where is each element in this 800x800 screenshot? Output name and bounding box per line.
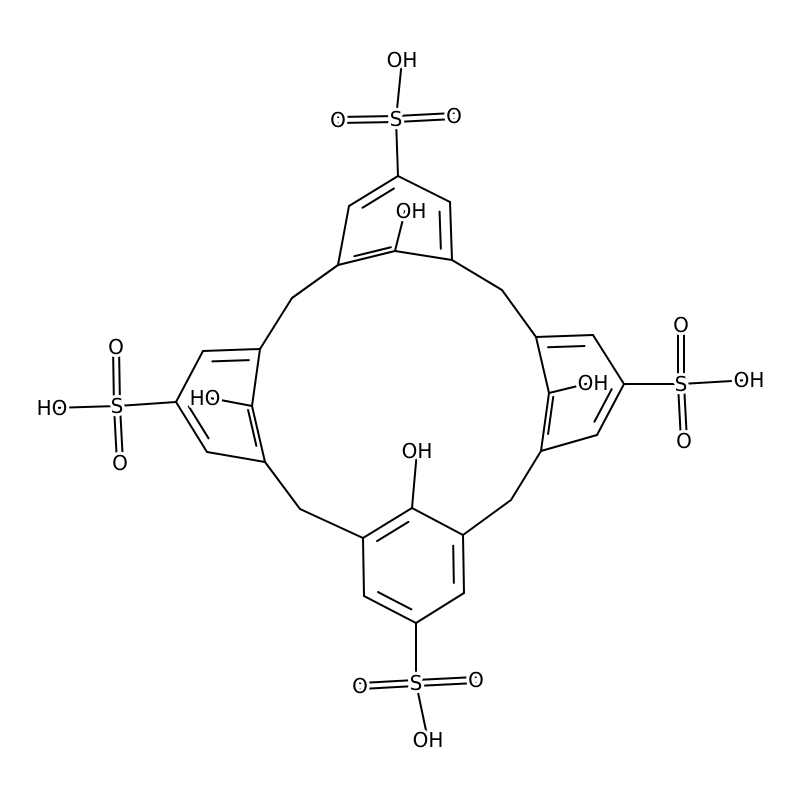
atom-labels: S O O OH OH S O O HO HO S O O OH OH S O … xyxy=(34,45,768,755)
right-ring-bond xyxy=(540,434,598,452)
left-ring-bond xyxy=(202,348,261,352)
top-ring-bond xyxy=(337,205,350,266)
methylene-bond xyxy=(462,499,512,536)
bottom-ring-bond xyxy=(362,507,413,539)
top-s-o-double-bond xyxy=(336,115,397,119)
bottom-ring-double-bond xyxy=(376,520,410,543)
left-ring-bond xyxy=(251,348,261,407)
right-ring-double-bond xyxy=(593,388,613,423)
left-ring-double-bond xyxy=(187,405,210,440)
bottom-ring-bond xyxy=(411,507,464,536)
atom-sulfur-bottom: S xyxy=(410,671,423,695)
left-ring-bond xyxy=(251,405,266,463)
methylene-bond xyxy=(264,461,301,510)
top-c-oh-bond xyxy=(394,210,406,252)
atom-hydroxyl-left-phenol: HO xyxy=(190,386,221,410)
atom-sulfur-right: S xyxy=(675,372,688,396)
atom-hydroxyl-left-sulfonic: HO xyxy=(37,396,68,420)
atom-oxygen-right-top: O xyxy=(673,313,689,337)
bottom-ring-bond xyxy=(362,537,365,597)
left-ring-double-bond xyxy=(211,359,250,363)
left-ring-bond xyxy=(175,350,204,403)
right-ring-double-bond xyxy=(547,344,586,349)
top-c-s-bond xyxy=(395,118,399,177)
right-ring-bond xyxy=(540,392,550,452)
left-ring-double-bond xyxy=(247,409,258,447)
atom-oxygen-left-top: O xyxy=(108,335,124,359)
right-ring-bond xyxy=(535,334,594,338)
bottom-s-o-double-bond xyxy=(414,676,477,682)
top-ring-double-bond xyxy=(438,210,442,250)
methylene-bond xyxy=(291,264,339,299)
right-s-o-double-bond xyxy=(682,382,688,442)
top-s-oh-bond xyxy=(395,59,403,120)
methylene-bond xyxy=(510,450,542,501)
right-s-oh-bond xyxy=(680,379,750,385)
top-s-o-double-bond xyxy=(395,117,456,123)
bottom-s-o-double-bond xyxy=(415,681,478,687)
left-s-oh-bond xyxy=(51,405,118,409)
left-s-o-double-bond xyxy=(113,405,119,465)
top-ring-bond xyxy=(449,201,453,261)
atom-oxygen-right-bottom: O xyxy=(676,429,692,453)
bottom-c-oh-bond xyxy=(411,450,418,509)
top-s-o-double-bond xyxy=(394,112,455,118)
left-c-s-bond xyxy=(116,401,177,407)
top-s-o-double-bond xyxy=(337,120,398,124)
bottom-ring-bond xyxy=(363,595,417,624)
top-ring-bond xyxy=(394,250,453,261)
atom-hydroxyl-bottom-phenol: OH xyxy=(402,439,433,463)
atom-hydroxyl-bottom-sulfonic: OH xyxy=(413,728,444,752)
methylene-bond xyxy=(259,297,293,350)
bottom-s-oh-bond xyxy=(415,682,429,741)
bottom-ring-double-bond xyxy=(377,591,413,611)
bottom-s-o-double-bond xyxy=(359,684,418,690)
left-c-oh-bond xyxy=(209,397,253,407)
top-ring-double-bond xyxy=(361,187,395,209)
atom-hydroxyl-right-sulfonic: OH xyxy=(734,368,765,392)
bottom-ring-bond xyxy=(462,534,465,594)
left-ring-bond xyxy=(175,401,208,453)
right-s-o-double-bond xyxy=(677,383,683,443)
atom-oxygen-bottom-left: O xyxy=(352,674,368,698)
atom-hydroxyl-right-phenol: OH xyxy=(578,371,609,395)
atom-oxygen-top-left: O xyxy=(330,108,346,132)
methylene-bond xyxy=(451,259,503,291)
top-ring-double-bond xyxy=(353,246,392,258)
left-s-o-double-bond xyxy=(118,404,124,464)
right-ring-bond xyxy=(592,334,625,385)
bonds xyxy=(51,59,750,741)
bottom-ring-bond xyxy=(415,592,465,624)
atom-hydroxyl-top-sulfonic: OH xyxy=(387,48,418,72)
left-s-o-double-bond xyxy=(112,346,116,408)
bottom-ring-double-bond xyxy=(452,544,455,584)
atom-hydroxyl-top-phenol: OH xyxy=(396,199,427,223)
atom-oxygen-bottom-right: O xyxy=(468,668,484,692)
top-ring-bond xyxy=(348,175,399,207)
top-ring-bond xyxy=(397,175,451,203)
right-ring-bond xyxy=(596,383,625,436)
right-ring-bond xyxy=(535,336,550,394)
atom-oxygen-top-right: O xyxy=(446,104,462,128)
atom-sulfur-top: S xyxy=(390,107,403,131)
left-ring-bond xyxy=(206,451,266,463)
atom-oxygen-left-bottom: O xyxy=(112,451,128,475)
right-ring-double-bond xyxy=(547,395,555,435)
right-c-oh-bond xyxy=(548,382,591,394)
left-s-o-double-bond xyxy=(117,345,121,407)
top-ring-bond xyxy=(337,250,396,266)
methylene-bond xyxy=(501,289,537,338)
bottom-s-o-double-bond xyxy=(358,679,417,685)
atom-sulfur-left: S xyxy=(111,394,124,418)
methylene-bond xyxy=(299,508,364,539)
